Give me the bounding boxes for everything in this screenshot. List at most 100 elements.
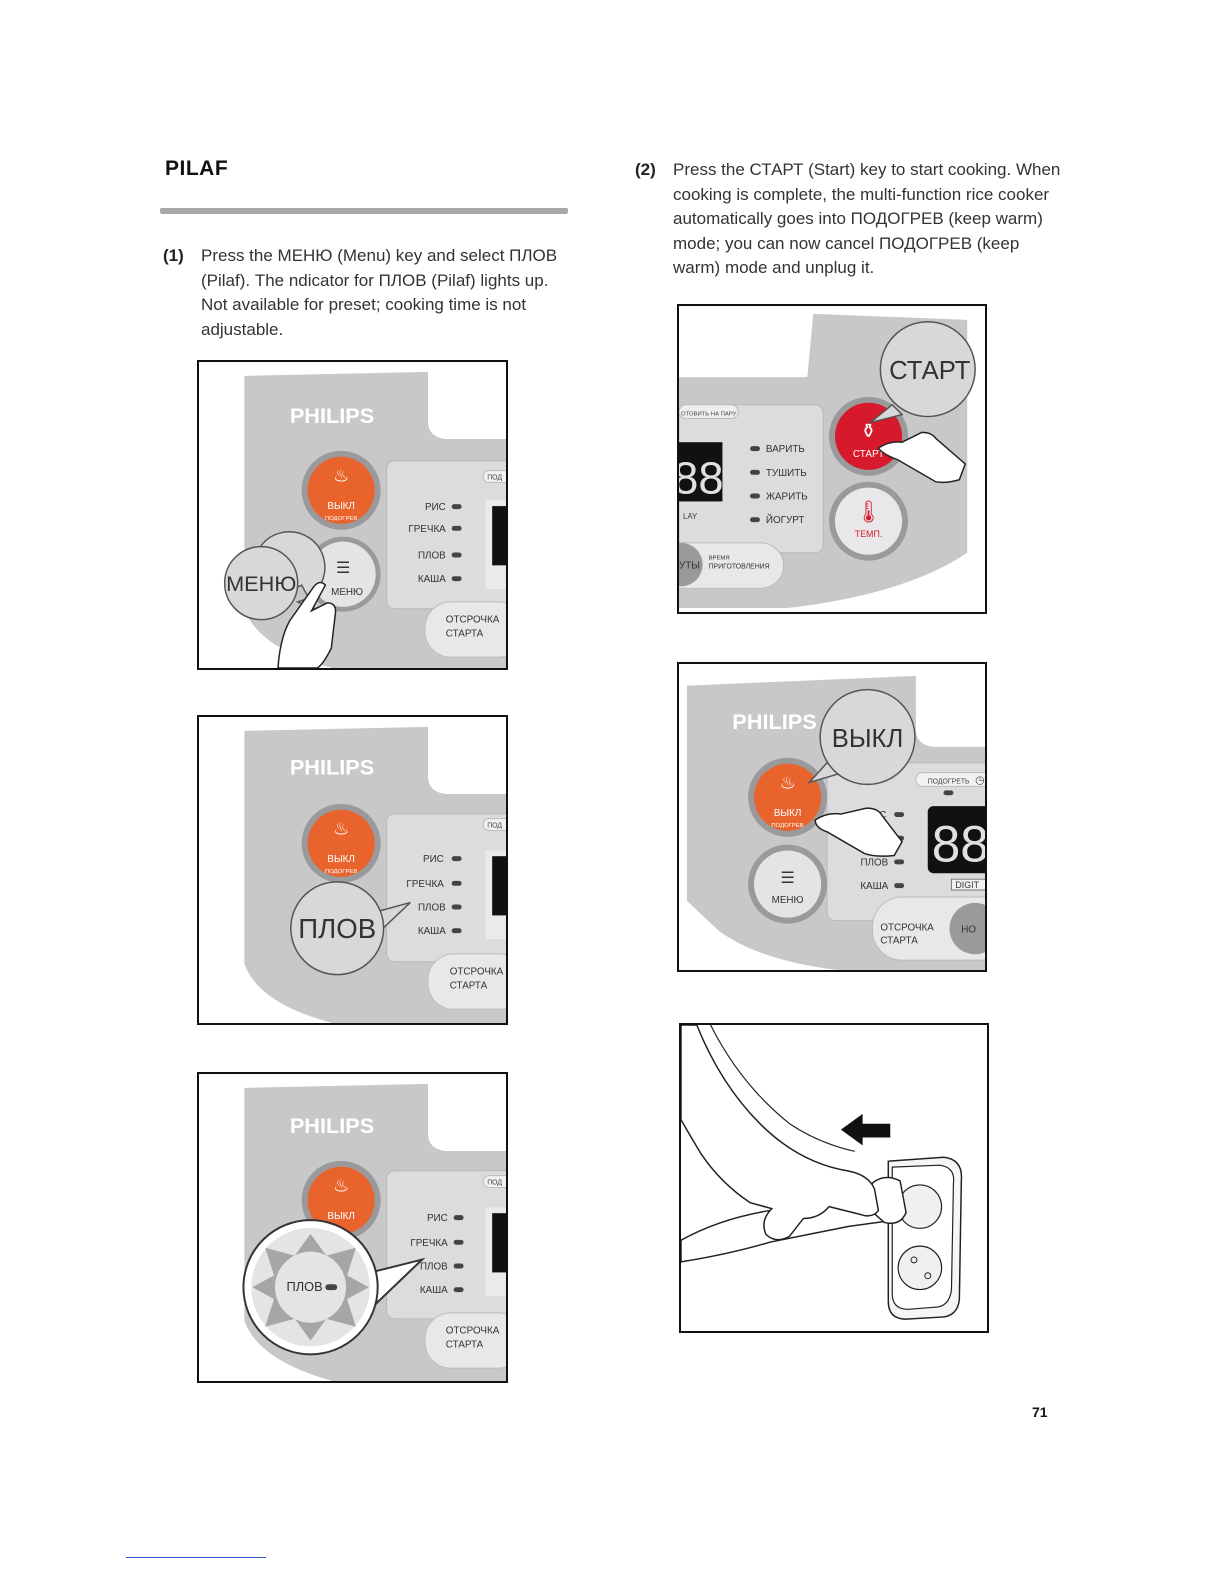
mode-label-pilaf: ПЛОВ — [860, 857, 888, 868]
delay-start-label-1: ОТСРОЧКА — [446, 615, 500, 626]
hand-icon — [681, 1025, 880, 1241]
pilaf-callout-text: ПЛОВ — [298, 913, 376, 944]
off-button[interactable] — [754, 763, 822, 831]
figure-off-press: PHILIPS ПОДОГРЕТЬ ◷ ♨ ВЫКЛ ПОДОГРЕВ ☰ МЕ… — [677, 662, 987, 972]
mode-label-fry: ЖАРИТЬ — [766, 491, 808, 502]
step-1: (1) Press the МЕНЮ (Menu) key and select… — [163, 244, 561, 342]
mode-label-stew: ТУШИТЬ — [766, 468, 807, 479]
hand-icon — [877, 431, 967, 484]
clock-icon: ◷ — [975, 774, 984, 786]
warm-top-label: ПОД — [487, 1180, 502, 1187]
step-2-number: (2) — [635, 160, 656, 179]
mode-label-cook: ВАРИТЬ — [766, 444, 805, 455]
display-screen — [679, 442, 723, 502]
menu-callout — [223, 545, 299, 621]
hand-icon — [814, 807, 903, 857]
step-2-text: Press the СТАРТ (Start) key to start coo… — [673, 160, 1061, 277]
mode-label-pilaf: ПЛОВ — [418, 902, 446, 913]
start-callout-text: СТАРТ — [889, 357, 971, 385]
steam-icon: ♨ — [780, 772, 796, 792]
mode-label-porridge: КАША — [860, 881, 888, 892]
figure-pilaf-indicator: PHILIPS ♨ ВЫКЛ РИС ГРЕЧКА ПЛОВ КАША ПОД … — [197, 1072, 508, 1383]
warm-label: ПОДОГРЕВ — [325, 516, 357, 522]
step-1-number: (1) — [163, 246, 184, 265]
pot-icon: ⚱ — [860, 420, 877, 442]
list-icon: ☰ — [336, 560, 350, 577]
hand-icon — [277, 581, 337, 668]
warm-top-label: ПОДОГРЕТЬ — [928, 778, 970, 785]
menu-button-label: МЕНЮ — [772, 895, 804, 906]
off-button[interactable] — [307, 456, 375, 524]
step-2: (2) Press the СТАРТ (Start) key to start… — [635, 158, 1063, 281]
mode-label-rice: РИС — [423, 854, 444, 865]
figure-pilaf-select-illustration: PHILIPS ♨ ВЫКЛ ПОДОГРЕВ РИС ГРЕЧКА ПЛОВ … — [244, 726, 506, 1023]
pilaf-callout — [290, 881, 385, 976]
display-label: LAY — [683, 512, 698, 521]
step-1-text: Press the МЕНЮ (Menu) key and select ПЛО… — [201, 246, 558, 339]
delay-start-label-1: ОТСРОЧКА — [450, 967, 504, 978]
figure-pilaf-indicator-illustration: PHILIPS ♨ ВЫКЛ РИС ГРЕЧКА ПЛОВ КАША ПОД … — [242, 1083, 506, 1381]
digital-label: DIGIT — [955, 880, 979, 890]
figure-menu-press-illustration: PHILIPS ♨ ВЫКЛ ПОДОГРЕВ ☰ МЕНЮ РИС ГРЕЧК… — [223, 371, 506, 668]
off-button-label: ВЫКЛ — [774, 808, 802, 819]
figure-unplug-illustration — [681, 1025, 963, 1320]
cook-time-label-1: ВРЕМЯ — [709, 556, 730, 562]
cook-time-button[interactable] — [679, 542, 785, 589]
page-title: PILAF — [165, 157, 229, 180]
page-number: 71 — [1032, 1404, 1048, 1420]
display-screen — [492, 856, 506, 916]
display-screen — [492, 1213, 506, 1273]
display-screen — [492, 506, 506, 566]
brand-logo: PHILIPS — [290, 1113, 374, 1138]
figure-start-press-illustration: ОТОВИТЬ НА ПАРУ 88 LAY ВАРИТЬ ТУШИТЬ ЖАР… — [679, 313, 976, 609]
off-callout — [819, 688, 916, 786]
delay-start-button[interactable] — [427, 953, 506, 1010]
mode-label-buckwheat: ГРЕЧКА — [408, 524, 446, 535]
display-digits: 88 — [932, 815, 985, 872]
steam-mode-label: ОТОВИТЬ НА ПАРУ — [681, 412, 737, 418]
figure-start-press: ОТОВИТЬ НА ПАРУ 88 LAY ВАРИТЬ ТУШИТЬ ЖАР… — [677, 304, 987, 614]
mode-label-porridge: КАША — [418, 926, 446, 937]
warm-label: ПОДОГРЕВ — [325, 869, 357, 875]
warm-label: ПОДОГРЕВ — [771, 823, 803, 829]
off-button[interactable] — [307, 809, 375, 877]
start-callout — [879, 321, 976, 418]
thermometer-icon: 🌡 — [855, 499, 883, 524]
steam-icon: ♨ — [333, 818, 349, 838]
delay-start-label-2: СТАРТА — [446, 628, 484, 639]
mode-label-porridge: КАША — [420, 1285, 448, 1296]
figure-off-press-illustration: PHILIPS ПОДОГРЕТЬ ◷ ♨ ВЫКЛ ПОДОГРЕВ ☰ МЕ… — [686, 675, 985, 970]
menu-button-label: МЕНЮ — [331, 587, 363, 598]
menu-button[interactable] — [754, 850, 822, 918]
mode-label-rice: РИС — [425, 502, 446, 513]
title-divider — [160, 208, 568, 214]
delay-start-label-2: СТАРТА — [880, 935, 918, 946]
mode-label-rice: РИС — [427, 1213, 448, 1224]
delay-start-label-2: СТАРТА — [446, 1339, 484, 1350]
delay-start-button[interactable] — [424, 601, 506, 658]
mode-label-yogurt: ЙОГУРТ — [766, 514, 805, 526]
temp-button-label: ТЕМП. — [855, 529, 883, 539]
delay-start-label-1: ОТСРОЧКА — [446, 1326, 500, 1337]
mode-label-pilaf: ПЛОВ — [418, 550, 446, 561]
temp-button[interactable] — [834, 487, 903, 555]
cook-time-label-2: ПРИГОТОВЛЕНИЯ — [709, 564, 770, 571]
off-button[interactable] — [307, 1166, 375, 1234]
figure-unplug — [679, 1023, 989, 1333]
menu-button[interactable] — [310, 541, 376, 607]
delay-start-button[interactable] — [424, 1312, 506, 1369]
figure-pilaf-select: PHILIPS ♨ ВЫКЛ ПОДОГРЕВ РИС ГРЕЧКА ПЛОВ … — [197, 715, 508, 1025]
delay-start-label-2: СТАРТА — [450, 980, 488, 991]
display-screen — [927, 806, 985, 874]
brand-logo: PHILIPS — [290, 403, 374, 428]
delay-start-label-1: ОТСРОЧКА — [880, 923, 934, 934]
pilaf-indicator-light — [325, 1284, 338, 1291]
start-button-label: СТАРТ — [853, 449, 884, 460]
minutes-label: УТЫ — [679, 561, 700, 572]
mode-label-buckwheat: ГРЕЧКА — [406, 879, 444, 890]
mode-label-pilaf: ПЛОВ — [420, 1261, 448, 1272]
left-arrow-icon — [840, 1113, 891, 1146]
figure-menu-press: PHILIPS ♨ ВЫКЛ ПОДОГРЕВ ☰ МЕНЮ РИС ГРЕЧК… — [197, 360, 508, 670]
list-icon: ☰ — [781, 870, 795, 887]
mode-label-porridge: КАША — [418, 574, 446, 585]
